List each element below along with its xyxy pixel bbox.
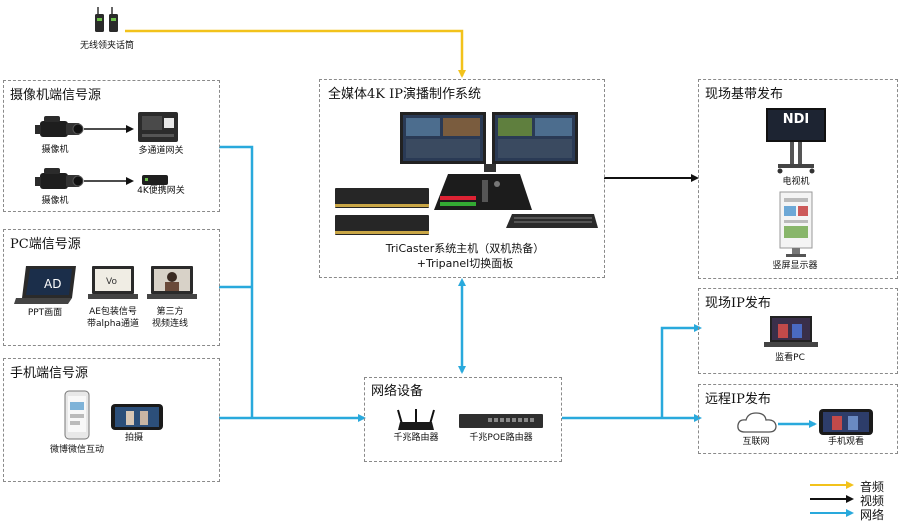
audio-line [125,29,466,78]
phone-item2-label: 拍摄 [124,433,143,443]
camera-icon [32,113,84,143]
tricaster-host-icon [333,186,431,238]
ppt-laptop-icon: AD [14,264,78,306]
monitor-pc-icon [764,314,818,350]
cloud-icon [735,410,779,434]
camera2-label: 摄像机 [41,196,69,206]
live-ip-publish-box: 现场IP发布 [698,288,898,374]
pc-item3-label-2: 视频连线 [151,319,188,329]
legend-network-label: 网络 [860,508,885,522]
baseband-publish-box: 现场基带发布 [698,79,898,279]
poe-label: 千兆POE路由器 [469,433,533,443]
camera-icon [32,165,84,195]
shooting-phone-icon [110,403,164,431]
gateway1-label: 多通道网关 [138,146,184,156]
pc-item2-label-2: 带alpha通道 [87,319,139,329]
production-caption-1: TriCaster系统主机（双机热备） [385,242,545,255]
legend-lines [810,481,854,517]
production-system-box: 全媒体4K IP演播制作系统 [319,79,605,278]
pc-source-box: PC端信号源 [3,229,220,346]
gateway2-label: 4K便携网关 [137,186,185,196]
router-label: 千兆路由器 [393,433,439,443]
phone-icon [64,390,90,440]
pc-item2-label-1: AE包装信号 [89,307,137,317]
phone-item1-label: 微博微信互动 [49,445,104,455]
tripanel-control-icon [432,170,600,232]
tv-label: 电视机 [782,177,810,187]
camera-source-box: 摄像机端信号源 [3,80,220,212]
mic-label: 无线领夹话筒 [79,41,134,51]
tv-screen-text: NDI [782,112,810,127]
internet-label: 互联网 [742,437,770,447]
multichannel-gateway-icon [136,110,182,144]
phone-source-box: 手机端信号源 [3,358,220,482]
dual-monitor-icon [398,110,580,172]
video-call-laptop-icon [147,264,197,304]
pc-source-title: PC端信号源 [10,237,81,252]
remote-ip-publish-box: 远程IP发布 [698,384,898,454]
pc-item1-label: PPT画面 [27,308,63,318]
vertical-display-label: 竖屏显示器 [772,261,818,271]
ae-laptop-icon: Vo [88,264,138,304]
router-icon [396,408,436,432]
portable-gateway-icon [140,172,170,188]
legend-audio-label: 音频 [860,480,885,494]
live-ip-title: 现场IP发布 [705,296,771,311]
network-title: 网络设备 [371,384,424,399]
network-device-box: 网络设备 [364,377,562,462]
baseband-title: 现场基带发布 [705,87,784,102]
svg-text:AD: AD [44,277,61,291]
camera1-label: 摄像机 [41,145,69,155]
poe-switch-icon [458,412,544,430]
vertical-display-icon [778,190,814,258]
pc-item3-label-1: 第三方 [156,307,184,317]
monitor-pc-label: 监看PC [775,353,805,363]
tv-icon [764,106,828,174]
wireless-mic-icon [92,6,122,36]
phone-source-title: 手机端信号源 [10,366,89,381]
network-trunk [219,145,817,428]
viewing-phone-label: 手机观看 [827,437,864,447]
svg-text:Vo: Vo [106,277,117,287]
production-title: 全媒体4K IP演播制作系统 [328,87,481,102]
legend-video-label: 视频 [860,494,885,508]
viewing-phone-icon [818,408,874,436]
camera-source-title: 摄像机端信号源 [10,88,102,103]
remote-ip-title: 远程IP发布 [705,392,771,407]
production-caption-2: +Tripanel切换面板 [416,257,514,270]
